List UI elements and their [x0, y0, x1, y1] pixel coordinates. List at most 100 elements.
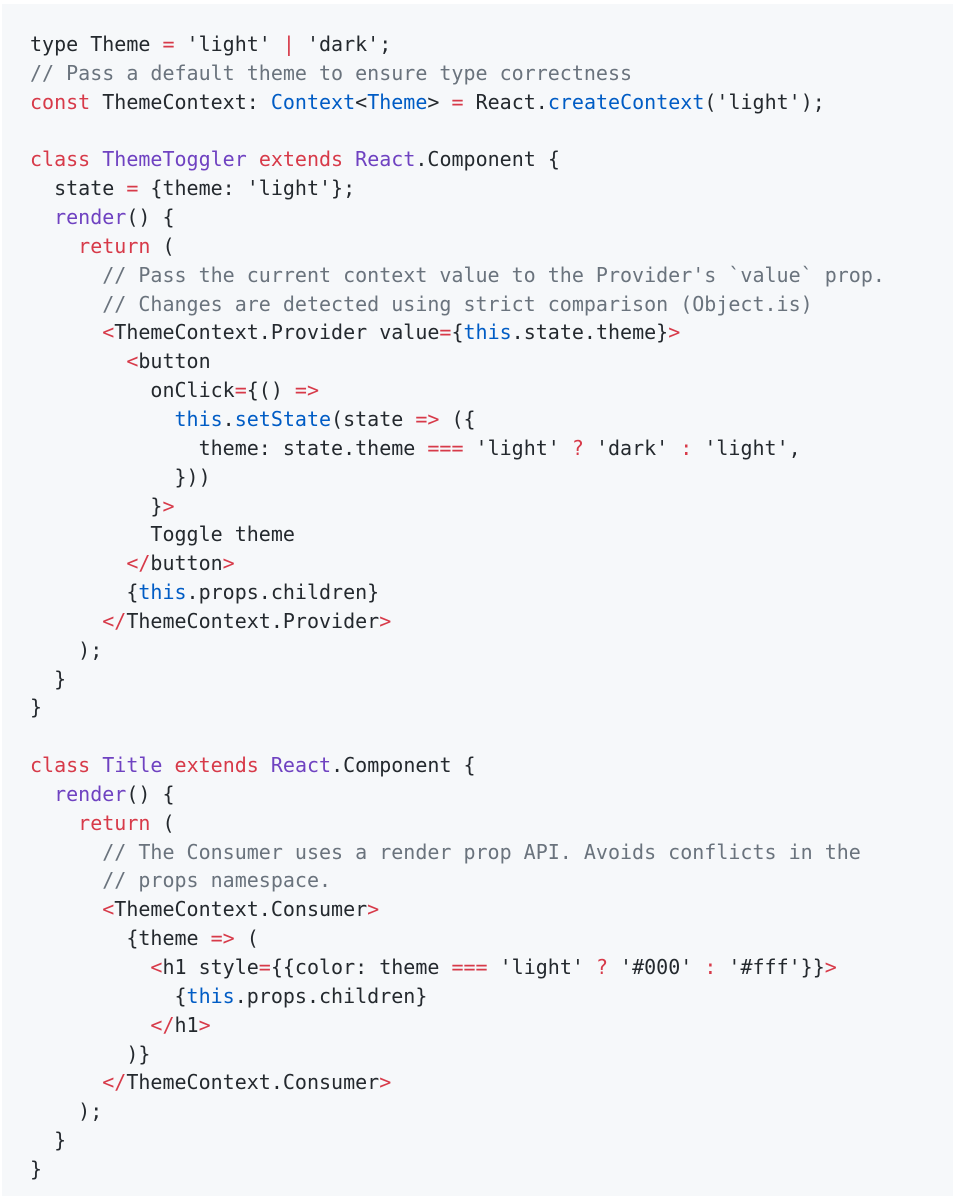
- code-line: </button>: [30, 549, 953, 578]
- code-token: [30, 609, 102, 633]
- code-token: .props.children}: [186, 580, 380, 605]
- code-line: [30, 722, 953, 751]
- code-token: class: [30, 147, 91, 172]
- code-token: Context: [270, 89, 356, 114]
- code-token: <: [102, 897, 115, 922]
- code-line: // Pass a default theme to ensure type c…: [30, 59, 953, 88]
- code-token: .Component {: [415, 147, 560, 172]
- code-token: =: [162, 32, 175, 56]
- code-token: [30, 551, 126, 575]
- code-token: React.: [463, 89, 548, 114]
- code-token: </: [126, 551, 151, 576]
- code-token: 'light': [174, 32, 283, 56]
- code-line: type Theme = 'light' | 'dark';: [30, 30, 953, 59]
- code-token: =>: [210, 926, 235, 951]
- code-token: >: [367, 897, 380, 922]
- code-token: onClick: [30, 378, 235, 403]
- code-line: {theme => (: [30, 924, 953, 953]
- code-token: [30, 897, 102, 921]
- code-token: render: [54, 781, 127, 806]
- code-token: :: [680, 435, 693, 460]
- code-line: // The Consumer uses a render prop API. …: [30, 838, 953, 867]
- code-block[interactable]: type Theme = 'light' | 'dark';// Pass a …: [30, 30, 953, 1184]
- code-token: {: [30, 580, 139, 605]
- code-token: Theme: [367, 89, 428, 114]
- code-token: |: [282, 32, 295, 56]
- code-line: }: [30, 665, 953, 694]
- code-line: }>: [30, 492, 953, 521]
- code-token: }: [30, 695, 43, 720]
- code-token: ThemeContext.Consumer: [114, 897, 368, 922]
- code-token: [30, 1013, 150, 1037]
- code-token: [30, 1070, 102, 1094]
- code-token: setState: [234, 406, 332, 431]
- code-token: ?: [595, 955, 609, 979]
- code-token: [30, 349, 126, 373]
- code-token: ===: [451, 955, 488, 979]
- code-token: {: [30, 983, 187, 1008]
- code-token: >: [198, 1012, 211, 1037]
- code-line: render() {: [30, 203, 953, 232]
- code-token: }: [30, 493, 163, 518]
- code-token: })): [30, 464, 211, 489]
- code-token: React: [270, 753, 332, 778]
- code-line: {this.props.children}: [30, 578, 953, 607]
- code-token: <: [355, 89, 368, 114]
- code-token: 'light',: [692, 435, 801, 460]
- code-line: }: [30, 693, 953, 722]
- code-token: >: [427, 89, 452, 114]
- code-token: =: [258, 955, 271, 979]
- code-token: ('light');: [704, 89, 825, 114]
- code-token: =: [126, 176, 139, 201]
- code-token: =: [439, 320, 452, 345]
- code-token: 'light': [463, 435, 572, 460]
- code-line: state = {theme: 'light'};: [30, 174, 953, 203]
- code-token: >: [162, 493, 175, 518]
- code-line: render() {: [30, 780, 953, 809]
- code-token: [259, 753, 271, 777]
- code-line: )}: [30, 1040, 953, 1069]
- code-token: >: [824, 955, 837, 979]
- code-token: {theme: 'light'};: [138, 176, 356, 201]
- code-token: [30, 811, 78, 835]
- code-token: button: [150, 551, 223, 576]
- code-token: [90, 753, 102, 777]
- code-token: // Changes are detected using strict com…: [30, 291, 813, 316]
- code-token: >: [668, 320, 681, 345]
- code-line: <ThemeContext.Consumer>: [30, 895, 953, 924]
- code-line: // Changes are detected using strict com…: [30, 290, 953, 319]
- code-token: =>: [415, 406, 440, 431]
- code-token: ===: [427, 435, 464, 460]
- code-token: </: [102, 608, 127, 633]
- code-token: Title: [102, 753, 163, 778]
- code-token: (: [234, 926, 259, 951]
- code-token: [30, 234, 78, 258]
- code-token: [30, 955, 150, 979]
- code-token: ThemeContext.Consumer: [126, 1070, 380, 1095]
- code-block-panel: type Theme = 'light' | 'dark';// Pass a …: [2, 4, 953, 1196]
- code-token: return: [78, 233, 151, 258]
- code-line: Toggle theme: [30, 520, 953, 549]
- code-token: [90, 147, 102, 171]
- code-token: </: [150, 1012, 175, 1037]
- code-token: >: [379, 608, 392, 633]
- code-token: const: [30, 89, 91, 114]
- code-token: // Pass a default theme to ensure type c…: [30, 60, 633, 85]
- code-token: button: [138, 349, 211, 374]
- code-token: }: [30, 1156, 43, 1181]
- code-token: 'dark': [583, 435, 681, 460]
- code-token: extends: [258, 147, 344, 172]
- code-token: [30, 320, 102, 344]
- code-token: this: [138, 580, 187, 605]
- code-line: );: [30, 636, 953, 665]
- code-token: =: [234, 378, 247, 403]
- code-token: ThemeContext.Provider value: [114, 320, 440, 345]
- code-token: type Theme: [30, 32, 163, 56]
- code-token: {theme: [30, 926, 211, 951]
- code-line: </ThemeContext.Consumer>: [30, 1068, 953, 1097]
- code-token: // The Consumer uses a render prop API. …: [30, 839, 861, 864]
- code-token: ThemeToggler: [102, 147, 247, 172]
- code-token: ThemeContext:: [90, 89, 271, 114]
- code-token: this: [186, 983, 235, 1008]
- code-token: )}: [30, 1041, 151, 1066]
